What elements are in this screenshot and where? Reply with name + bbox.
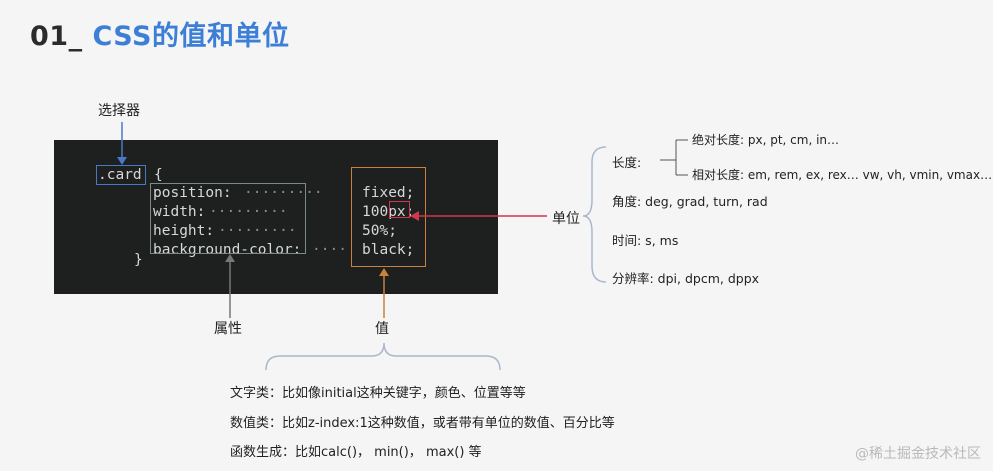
- selector-arrowhead: [117, 157, 127, 165]
- code-dots: ·········: [218, 223, 297, 239]
- unit-arrowhead: [410, 211, 419, 221]
- property-highlight: [150, 183, 306, 254]
- absolute-length: 绝对长度: px, pt, cm, in…: [692, 133, 840, 147]
- value-highlight: [351, 167, 426, 267]
- value-type-numeric: 数值类：比如z-index:1这种数值，或者带有单位的数值、百分比等: [230, 416, 615, 431]
- value-label: 值: [375, 321, 389, 337]
- selector-label: 选择器: [98, 103, 140, 119]
- units-brace: [582, 146, 607, 283]
- code-selector: .card: [98, 167, 142, 183]
- property-arrowhead: [225, 254, 235, 262]
- relative-length: 相对长度: em, rem, ex, rex… vw, vh, vmin, vm…: [692, 168, 993, 182]
- code-value: 100px;: [362, 204, 415, 220]
- selector-highlight: [96, 165, 146, 185]
- resolution-units: 分辨率: dpi, dpcm, dppx: [612, 271, 760, 286]
- code-dots: ····: [312, 242, 347, 258]
- property-label: 属性: [214, 321, 242, 337]
- code-property: position:: [153, 185, 232, 201]
- code-value: fixed;: [362, 185, 415, 201]
- unit-label: 单位: [552, 211, 580, 227]
- code-property: background-color:: [153, 242, 302, 258]
- code-value: 50%;: [362, 223, 397, 239]
- length-label: 长度:: [612, 155, 642, 170]
- code-value: black;: [362, 242, 415, 258]
- value-type-function: 函数生成：比如calc()， min()， max() 等: [230, 445, 482, 460]
- code-property: height:: [153, 223, 215, 239]
- watermark: @稀土掘金技术社区: [855, 446, 981, 462]
- code-close-brace: }: [134, 252, 143, 268]
- code-dots: ·········: [209, 204, 288, 220]
- value-type-text: 文字类：比如像initial这种关键字，颜色、位置等等: [230, 386, 526, 401]
- code-open-brace: {: [154, 167, 163, 183]
- time-units: 时间: s, ms: [612, 233, 679, 248]
- value-arrowhead: [379, 268, 389, 276]
- code-dots: ·········: [244, 185, 323, 201]
- angle-units: 角度: deg, grad, turn, rad: [612, 194, 768, 209]
- length-bracket: [660, 139, 688, 176]
- title-text: CSS的值和单位: [92, 21, 290, 52]
- title-number: 01_: [30, 21, 83, 52]
- slide-title: 01_ CSS的值和单位: [30, 14, 289, 53]
- unit-highlight: [389, 201, 410, 218]
- code-property: width:: [153, 204, 206, 220]
- value-types-brace: [265, 342, 501, 371]
